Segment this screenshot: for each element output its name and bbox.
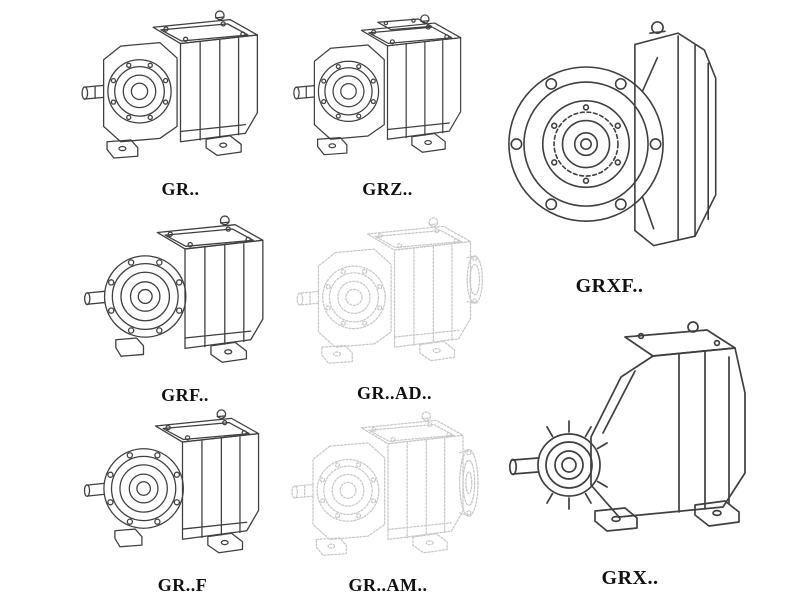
figure-gr-am: GR..AM..: [288, 406, 488, 596]
figure-grx: GRX..: [495, 300, 765, 590]
figure-gr: GR..: [78, 4, 283, 200]
model-label-gr: GR..: [161, 179, 200, 199]
figure-grxf: GRXF..: [492, 2, 727, 298]
figure-gr-f: GR..F: [80, 404, 285, 596]
gearbox-with-input-adapter-drawing: [292, 212, 497, 381]
model-label-gr-f: GR..F: [157, 575, 208, 595]
figure-grf: GRF..: [80, 210, 290, 406]
model-label-grz: GRZ..: [362, 179, 413, 199]
model-label-grf: GRF..: [161, 385, 209, 405]
foot-mounted-helical-gearbox-drawing: [78, 4, 283, 177]
model-label-grxf: GRXF..: [575, 275, 644, 297]
figure-gr-ad: GR..AD..: [292, 212, 497, 404]
figure-grz: GRZ..: [290, 4, 485, 200]
model-label-grx: GRX..: [601, 567, 659, 589]
gearbox-with-motor-flange-drawing: [288, 406, 488, 573]
foot-and-flange-helical-gearbox-drawing: [80, 404, 285, 573]
flange-mounted-helical-gearbox-drawing: [80, 210, 290, 383]
foot-mounted-gearbox-raised-cover-drawing: [290, 4, 485, 177]
model-label-gr-am: GR..AM..: [348, 575, 428, 595]
flange-front-view-gearbox-drawing: [492, 2, 727, 273]
large-foot-mounted-gearbox-drawing: [495, 300, 765, 565]
model-label-gr-ad: GR..AD..: [357, 383, 432, 403]
